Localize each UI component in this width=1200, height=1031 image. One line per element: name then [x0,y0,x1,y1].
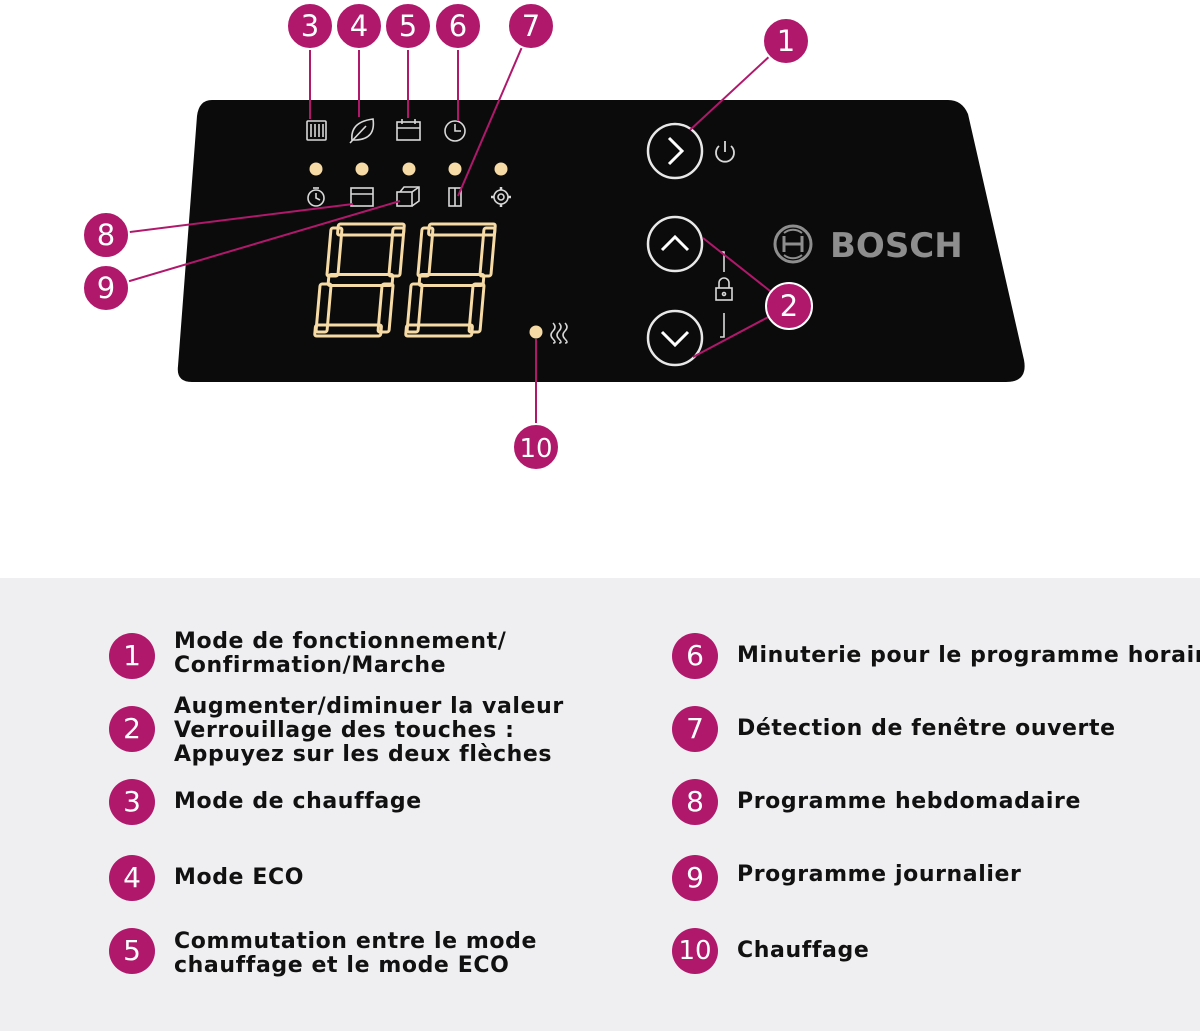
display-segment [405,282,424,334]
legend-line: Programme hebdomadaire [737,789,1082,814]
eco-leaf-icon [349,118,375,144]
legend-badge-6: 6 [672,633,718,679]
open-window-icon [448,187,462,207]
window-icon [350,187,374,207]
legend-badge-2: 2 [109,706,155,752]
chevron-down-icon [660,330,690,348]
callout-badge-9: 9 [82,264,130,312]
legend-line: Verrouillage des touches : [174,718,515,743]
bosch-logo: BOSCH [773,224,963,266]
callout-number: 3 [301,9,319,43]
callout-number: 5 [399,9,417,43]
callout-badge-3: 3 [286,2,334,50]
callout-badge-2: 2 [765,282,813,330]
indicator-led [309,162,323,176]
callout-number: 2 [780,289,798,323]
callout-badge-4: 4 [335,2,383,50]
legend-text-7: Détection de fenêtre ouverte [737,717,1116,741]
legend-text-9: Programme journalier [737,863,1022,887]
callout-number: 1 [777,24,795,58]
callout-badge-7: 7 [507,2,555,50]
legend-line: Mode de chauffage [174,789,422,814]
legend-panel: 1 Mode de fonctionnement/Confirmation/Mar… [0,578,1200,1031]
legend-line: Appuyez sur les deux flèches [174,742,553,767]
lock-icon [715,277,733,301]
legend-text-4: Mode ECO [174,866,304,890]
seven-segment-display [313,222,497,338]
brand-name: BOSCH [830,226,963,266]
chevron-right-icon [667,136,685,166]
display-segment [326,273,395,287]
legend-badge-7: 7 [672,706,718,752]
indicator-led [448,162,462,176]
heat-waves-icon [550,322,568,344]
legend-text-3: Mode de chauffage [174,790,422,814]
legend-text-10: Chauffage [737,939,869,963]
legend-badge-5: 5 [109,928,155,974]
callout-number: 9 [97,271,115,305]
power-icon [715,141,735,163]
callout-number: 4 [350,9,368,43]
mode-confirm-button[interactable] [646,122,704,180]
callout-number: 6 [449,9,467,43]
leader-line-7 [457,25,532,197]
legend-line: Programme journalier [737,862,1022,887]
callout-number: 7 [522,9,540,43]
legend-badge-9: 9 [672,855,718,901]
legend-badge-1: 1 [109,633,155,679]
lock-bracket [715,251,733,338]
display-value: 88 [0,0,2,1]
legend-line: Confirmation/Marche [174,653,447,678]
callout-badge-10: 10 [512,423,560,471]
legend-line: Minuterie pour le programme horaire [737,643,1200,668]
legend-text-8: Programme hebdomadaire [737,790,1081,814]
legend-text-1: Mode de fonctionnement/Confirmation/Marc… [174,630,506,678]
decrease-button[interactable] [646,309,704,367]
leader-line-9 [105,200,401,289]
legend-line: Augmenter/diminuer la valeur [174,694,564,719]
legend-badge-3: 3 [109,779,155,825]
display-segment [417,273,486,287]
callout-badge-1: 1 [762,17,810,65]
timer-icon [307,187,325,207]
display-segment [314,282,333,334]
display-segment [387,226,406,278]
callout-badge-6: 6 [434,2,482,50]
indicator-led [494,162,508,176]
legend-badge-10: 10 [672,928,718,974]
callout-number: 8 [97,218,115,252]
legend-line: Détection de fenêtre ouverte [737,716,1116,741]
display-segment [478,226,497,278]
week-program-icon [396,186,420,207]
legend-line: Chauffage [737,938,870,963]
legend-line: Mode de fonctionnement/ [174,629,507,654]
legend-line: chauffage et le mode ECO [174,953,510,978]
indicator-led [355,162,369,176]
legend-badge-8: 8 [672,779,718,825]
heating-mode-icon [306,120,327,141]
legend-line: Mode ECO [174,865,305,890]
legend-text-6: Minuterie pour le programme horaire [737,644,1200,668]
control-panel-diagram: 88 BOSCH [0,0,1025,471]
callout-number: 10 [519,434,552,464]
legend-line: Commutation entre le mode [174,929,537,954]
heating-led [529,325,543,339]
settings-icon [491,187,511,207]
callout-badge-8: 8 [82,211,130,259]
indicator-led [402,162,416,176]
chevron-up-icon [660,234,690,252]
calendar-icon [396,119,421,141]
legend-badge-4: 4 [109,855,155,901]
clock-icon [444,120,466,142]
increase-button[interactable] [646,215,704,273]
leader-line-8 [105,203,354,236]
callout-badge-5: 5 [384,2,432,50]
